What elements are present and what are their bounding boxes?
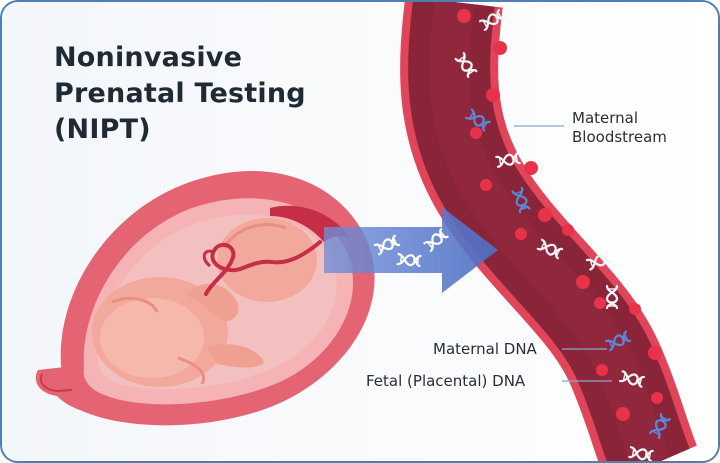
blood-cell-icon — [651, 392, 663, 404]
blood-cell-icon — [515, 228, 527, 240]
blood-cell-icon — [562, 224, 574, 236]
blood-cell-icon — [493, 41, 507, 55]
blood-cell-icon — [648, 346, 662, 360]
maternal-bloodstream-label-line2: Bloodstream — [572, 128, 667, 147]
title-line-1: Noninvasive — [54, 40, 306, 76]
fetal-dna-label: Fetal (Placental) DNA — [366, 372, 525, 391]
blood-cell-icon — [576, 275, 590, 289]
blood-cell-icon — [594, 297, 606, 309]
blood-cell-icon — [486, 88, 500, 102]
title-line-2: Prenatal Testing — [54, 76, 306, 112]
title-line-3: (NIPT) — [54, 112, 306, 148]
blood-cell-icon — [524, 161, 538, 175]
blood-cell-icon — [616, 407, 630, 421]
blood-cell-icon — [538, 208, 552, 222]
page-title: Noninvasive Prenatal Testing (NIPT) — [54, 40, 306, 148]
blood-cell-icon — [596, 364, 608, 376]
blood-cell-icon — [457, 9, 471, 23]
maternal-bloodstream-label-line1: Maternal — [572, 109, 667, 128]
blood-cell-icon — [629, 303, 641, 315]
blood-cell-icon — [480, 179, 492, 191]
maternal-dna-label: Maternal DNA — [433, 340, 537, 359]
blood-cell-icon — [470, 127, 482, 139]
maternal-bloodstream-label: Maternal Bloodstream — [572, 109, 667, 147]
